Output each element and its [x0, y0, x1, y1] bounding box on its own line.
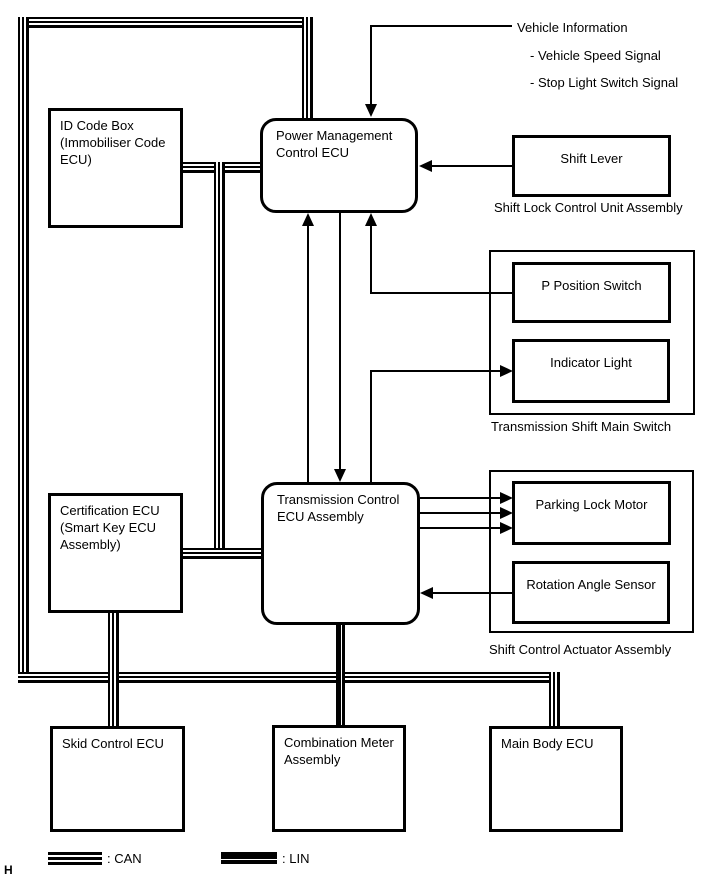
- can-bus-frame-top: [18, 17, 313, 28]
- transmission-shift-main-switch-label: Transmission Shift Main Switch: [491, 419, 672, 434]
- certification-ecu-label: Certification ECU (Smart Key ECU Assembl…: [60, 503, 160, 552]
- main-body-ecu-label: Main Body ECU: [501, 736, 594, 751]
- wire-motor-3: [420, 527, 501, 529]
- combination-meter-label: Combination Meter Assembly: [284, 735, 394, 767]
- rotation-angle-sensor-node: Rotation Angle Sensor: [512, 561, 670, 624]
- power-management-ecu-label: Power Management Control ECU: [276, 128, 393, 160]
- certification-ecu-node: Certification ECU (Smart Key ECU Assembl…: [48, 493, 183, 613]
- transmission-control-ecu-label: Transmission Control ECU Assembly: [277, 492, 400, 524]
- can-bus-certification-to-skid: [108, 610, 119, 729]
- shift-lock-assembly-label: Shift Lock Control Unit Assembly: [494, 200, 683, 215]
- wire-sensor-to-transmission: [431, 592, 512, 594]
- can-bus-drop-to-main-body: [549, 672, 560, 729]
- lin-legend-label: : LIN: [282, 851, 310, 866]
- arrowhead-into-transmission-top: [334, 469, 346, 482]
- p-position-switch-node: P Position Switch: [512, 262, 671, 323]
- rotation-angle-sensor-label: Rotation Angle Sensor: [526, 577, 656, 592]
- page-marker: H: [4, 863, 13, 877]
- shift-control-actuator-label: Shift Control Actuator Assembly: [489, 642, 672, 657]
- skid-control-ecu-node: Skid Control ECU: [50, 726, 185, 832]
- arrowhead-into-motor-2: [500, 507, 513, 519]
- wire-motor-2: [420, 512, 501, 514]
- arrowhead-into-motor-3: [500, 522, 513, 534]
- main-body-ecu-node: Main Body ECU: [489, 726, 623, 832]
- shift-lever-label: Shift Lever: [560, 151, 623, 166]
- lin-bus-swatch: [221, 852, 277, 864]
- wire-indicator-vertical: [370, 370, 372, 482]
- indicator-light-node: Indicator Light: [512, 339, 670, 403]
- transmission-control-ecu-node: Transmission Control ECU Assembly: [261, 482, 420, 625]
- arrowhead-into-power-management-top: [365, 104, 377, 117]
- parking-lock-motor-node: Parking Lock Motor: [512, 481, 671, 545]
- arrowhead-into-transmission-right: [420, 587, 433, 599]
- vehicle-information-title: Vehicle Information: [517, 20, 628, 35]
- combination-meter-node: Combination Meter Assembly: [272, 725, 406, 832]
- arrowhead-into-power-management-right: [419, 160, 432, 172]
- lin-bus-transmission-to-meter: [336, 622, 345, 728]
- wire-p-position-vertical: [370, 225, 372, 294]
- can-bus-certification-to-transmission: [183, 548, 264, 559]
- wire-vehicle-info-horizontal: [371, 25, 512, 27]
- indicator-light-label: Indicator Light: [550, 355, 632, 370]
- arrowhead-into-motor-1: [500, 492, 513, 504]
- wire-p-position-horizontal: [370, 292, 512, 294]
- can-bus-middle-trunk: [214, 162, 225, 559]
- arrowhead-into-indicator-light: [500, 365, 513, 377]
- p-position-switch-label: P Position Switch: [541, 278, 642, 293]
- wire-motor-1: [420, 497, 501, 499]
- can-legend-label: : CAN: [107, 851, 142, 866]
- can-bus-frame-bottom: [18, 672, 560, 683]
- skid-control-ecu-label: Skid Control ECU: [62, 736, 164, 751]
- power-management-ecu-node: Power Management Control ECU: [260, 118, 418, 213]
- parking-lock-motor-label: Parking Lock Motor: [535, 497, 648, 512]
- can-bus-swatch: [48, 852, 102, 865]
- arrowhead-into-power-management-bottom: [365, 213, 377, 226]
- vehicle-speed-signal-item: - Vehicle Speed Signal: [530, 48, 661, 63]
- wire-vehicle-info-vertical: [370, 25, 372, 105]
- id-code-box-label: ID Code Box (Immobiliser Code ECU): [60, 118, 166, 167]
- can-bus-frame-left: [18, 17, 29, 683]
- wire-pm-to-transmission: [339, 213, 341, 470]
- wire-indicator-horizontal: [370, 370, 501, 372]
- can-bus-drop-to-power-management: [302, 17, 313, 121]
- stop-light-switch-signal-item: - Stop Light Switch Signal: [530, 75, 679, 90]
- wire-transmission-to-pm: [307, 225, 309, 482]
- arrowhead-into-power-management-bottom-2: [302, 213, 314, 226]
- shift-lever-node: Shift Lever: [512, 135, 671, 197]
- id-code-box-node: ID Code Box (Immobiliser Code ECU): [48, 108, 183, 228]
- wire-shift-lever-to-pm: [429, 165, 512, 167]
